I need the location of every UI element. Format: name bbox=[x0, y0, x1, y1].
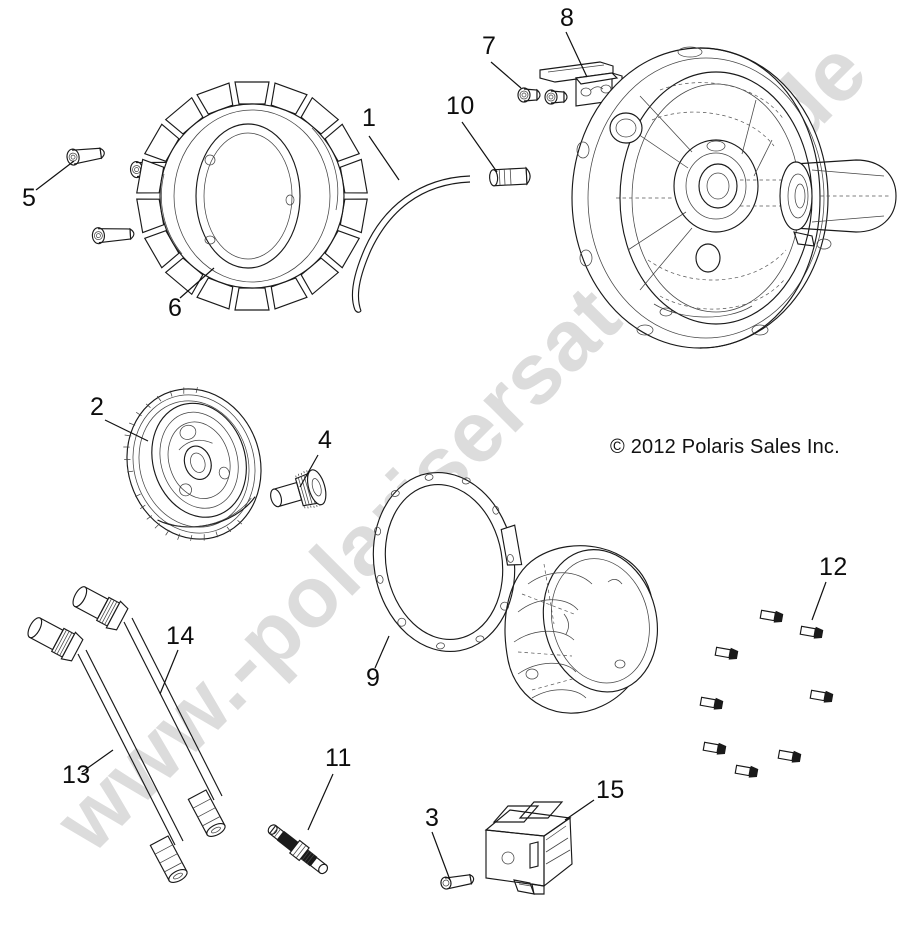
part-wire-lead bbox=[351, 175, 471, 313]
callout-11[interactable]: 11 bbox=[325, 744, 352, 772]
callout-9[interactable]: 9 bbox=[366, 664, 381, 692]
leader-line-13 bbox=[81, 749, 114, 773]
leader-line-6 bbox=[179, 267, 215, 299]
part-gasket-cover bbox=[372, 471, 523, 653]
callout-10[interactable]: 10 bbox=[446, 92, 475, 120]
leader-line-15 bbox=[564, 799, 595, 821]
callout-2[interactable]: 2 bbox=[90, 393, 105, 421]
part-screw-flange bbox=[699, 609, 834, 778]
callout-5[interactable]: 5 bbox=[22, 184, 37, 212]
leader-line-14 bbox=[159, 649, 179, 695]
leader-line-5 bbox=[35, 160, 75, 191]
part-voltage-regulator bbox=[484, 801, 573, 895]
part-spark-plug-cap bbox=[489, 166, 531, 187]
part-screw-stator bbox=[66, 147, 173, 245]
leader-line-3 bbox=[431, 831, 451, 881]
leader-line-2 bbox=[104, 419, 149, 442]
callout-4[interactable]: 4 bbox=[318, 426, 333, 454]
callout-15[interactable]: 15 bbox=[596, 776, 625, 804]
leader-line-7 bbox=[490, 61, 522, 89]
callout-7[interactable]: 7 bbox=[482, 32, 497, 60]
leader-line-8 bbox=[565, 31, 588, 78]
part-spark-plug bbox=[267, 824, 329, 875]
leader-line-10 bbox=[461, 121, 498, 173]
part-flywheel bbox=[123, 387, 262, 541]
leader-line-11 bbox=[307, 773, 334, 831]
callout-6[interactable]: 6 bbox=[168, 294, 183, 322]
part-flywheel-fan-cover bbox=[504, 545, 659, 714]
callout-8[interactable]: 8 bbox=[560, 4, 575, 32]
callout-12[interactable]: 12 bbox=[819, 553, 848, 581]
copyright-notice: © 2012 Polaris Sales Inc. bbox=[610, 436, 840, 458]
leader-line-12 bbox=[811, 581, 827, 621]
callout-1[interactable]: 1 bbox=[362, 104, 377, 132]
part-spark-plug-wire-left bbox=[27, 617, 188, 884]
leader-line-1 bbox=[368, 135, 400, 181]
part-screw-regulator bbox=[440, 873, 475, 890]
callout-3[interactable]: 3 bbox=[425, 804, 440, 832]
callout-13[interactable]: 13 bbox=[62, 761, 91, 789]
leader-line-9 bbox=[374, 635, 390, 669]
part-screw-pickup bbox=[517, 87, 568, 105]
leader-line-4 bbox=[299, 454, 319, 488]
callout-14[interactable]: 14 bbox=[166, 622, 195, 650]
part-stator-assembly bbox=[136, 81, 368, 311]
part-spark-plug-wire-right bbox=[72, 586, 226, 838]
part-crankcase-housing bbox=[571, 46, 897, 349]
